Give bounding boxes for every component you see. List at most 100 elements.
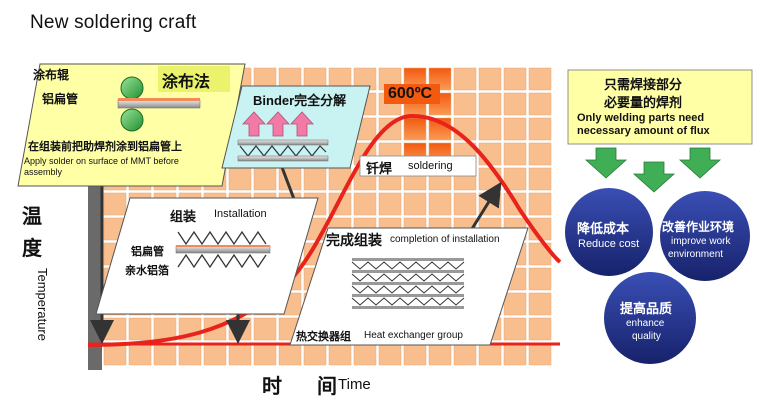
flat-tube-icon bbox=[117, 99, 201, 109]
benefits-header-en-1: Only welding parts need bbox=[577, 112, 705, 124]
grid-tile bbox=[303, 167, 327, 191]
grid-tile bbox=[528, 167, 552, 191]
grid-tile bbox=[403, 117, 427, 141]
reduce-cost-cn: 降低成本 bbox=[577, 222, 630, 237]
y-axis-label-cn-2: 度 bbox=[22, 236, 42, 260]
grid-tile bbox=[353, 192, 377, 216]
grid-tile bbox=[453, 192, 477, 216]
grid-tile bbox=[153, 342, 177, 366]
completion-label-cn: 完成组装 bbox=[326, 233, 382, 249]
grid-tile bbox=[478, 92, 502, 116]
hx-tube bbox=[352, 282, 464, 285]
y-axis-label-en: Temperature bbox=[35, 268, 50, 341]
hx-tube bbox=[352, 294, 464, 297]
hx-fin bbox=[351, 273, 465, 282]
grid-tile bbox=[478, 117, 502, 141]
coating-title: 涂布法 bbox=[162, 72, 211, 91]
reduce-cost-circle bbox=[565, 188, 653, 276]
grid-tile bbox=[528, 317, 552, 341]
installation-tube-label: 铝扁管 bbox=[131, 245, 164, 258]
green-arrow-right-icon bbox=[678, 147, 722, 179]
improve-environment-cn: 改善作业环境 bbox=[662, 220, 735, 234]
hx-tube bbox=[352, 258, 464, 261]
grid-tile bbox=[528, 292, 552, 316]
binder-tube-top bbox=[237, 139, 329, 146]
installation-label-en: Installation bbox=[214, 208, 267, 220]
grid-tile bbox=[503, 142, 527, 166]
coating-desc-cn: 在组装前把助焊剂涂到铝扁管上 bbox=[28, 140, 182, 153]
grid-tile bbox=[203, 342, 227, 366]
grid-tile bbox=[328, 342, 352, 366]
installation-fin-label: 亲水铝箔 bbox=[125, 264, 169, 277]
installation-fin-bottom-icon bbox=[177, 253, 267, 269]
enhance-quality-en-2: quality bbox=[632, 331, 661, 342]
improve-environment-en-1: improve work bbox=[671, 236, 731, 247]
heat-exchanger-label-en: Heat exchanger group bbox=[364, 330, 463, 341]
grid-tile bbox=[503, 167, 527, 191]
green-arrow-center-icon bbox=[632, 161, 676, 193]
soldering-label-box bbox=[359, 155, 477, 177]
grid-tile bbox=[128, 317, 152, 341]
improve-environment-en-2: environment bbox=[668, 249, 724, 260]
grid-tile bbox=[103, 192, 127, 216]
grid-tile bbox=[403, 342, 427, 366]
page-title: New soldering craft bbox=[30, 12, 197, 33]
improve-environment-circle bbox=[660, 191, 750, 281]
binder-step-panel bbox=[221, 85, 371, 169]
grid-tile bbox=[503, 117, 527, 141]
grid-tile bbox=[428, 192, 452, 216]
coating-step-panel bbox=[17, 63, 246, 187]
grid-tile bbox=[278, 342, 302, 366]
grid-tile bbox=[528, 342, 552, 366]
binder-label: Binder完全分解 bbox=[253, 93, 347, 108]
enhance-quality-en-1: enhance bbox=[626, 318, 665, 329]
flux-layer-icon bbox=[118, 98, 200, 101]
peak-label-bg bbox=[384, 84, 440, 104]
grid-tile bbox=[528, 92, 552, 116]
grid-tile bbox=[503, 317, 527, 341]
completion-step-panel bbox=[289, 227, 529, 346]
hx-fin bbox=[351, 297, 465, 306]
soldering-label-cn: 钎焊 bbox=[366, 162, 393, 177]
grid-tile bbox=[453, 67, 477, 91]
grid-tile bbox=[528, 267, 552, 291]
grid-tile bbox=[378, 192, 402, 216]
x-axis-label-cn: 时 间 bbox=[262, 374, 351, 398]
completion-label-en: completion of installation bbox=[390, 234, 500, 245]
x-axis-label-en: Time bbox=[338, 376, 371, 393]
peak-temperature-label: 600ºC bbox=[388, 85, 433, 102]
grid-tile bbox=[253, 342, 277, 366]
installation-tube-icon bbox=[175, 245, 271, 254]
grid-tile bbox=[378, 342, 402, 366]
hx-fin bbox=[351, 285, 465, 294]
heat-exchanger-label-cn: 热交换器组 bbox=[296, 330, 351, 343]
grid-tile bbox=[528, 67, 552, 91]
benefits-header-box bbox=[567, 69, 753, 145]
grid-tile bbox=[453, 92, 477, 116]
soldering-label-en: soldering bbox=[408, 160, 453, 172]
binder-tube-bottom bbox=[237, 155, 329, 162]
grid-tile bbox=[528, 192, 552, 216]
enhance-quality-circle bbox=[604, 272, 696, 364]
grid-tile bbox=[128, 342, 152, 366]
vapor-arrows-icon bbox=[242, 111, 314, 137]
binder-fin-icon bbox=[239, 145, 327, 157]
grid-tile bbox=[503, 292, 527, 316]
temperature-curve bbox=[87, 113, 562, 347]
installation-fin-top-icon bbox=[177, 230, 267, 246]
y-axis-label-cn-1: 温 bbox=[22, 204, 42, 228]
coating-desc-en: Apply solder on surface of MMT before as… bbox=[24, 156, 179, 177]
hx-fin bbox=[351, 261, 465, 270]
grid-tile bbox=[478, 67, 502, 91]
grid-tile bbox=[403, 192, 427, 216]
grid-tile bbox=[378, 117, 402, 141]
grid-tile bbox=[503, 342, 527, 366]
grid-tile bbox=[528, 142, 552, 166]
grid-tile bbox=[303, 342, 327, 366]
grid-tile bbox=[503, 67, 527, 91]
y-axis-label: 温 度 Temperature bbox=[18, 200, 58, 360]
installation-flux-icon bbox=[176, 245, 270, 247]
benefits-header-en-2: necessary amount of flux bbox=[577, 125, 710, 137]
hx-tube bbox=[352, 306, 464, 309]
